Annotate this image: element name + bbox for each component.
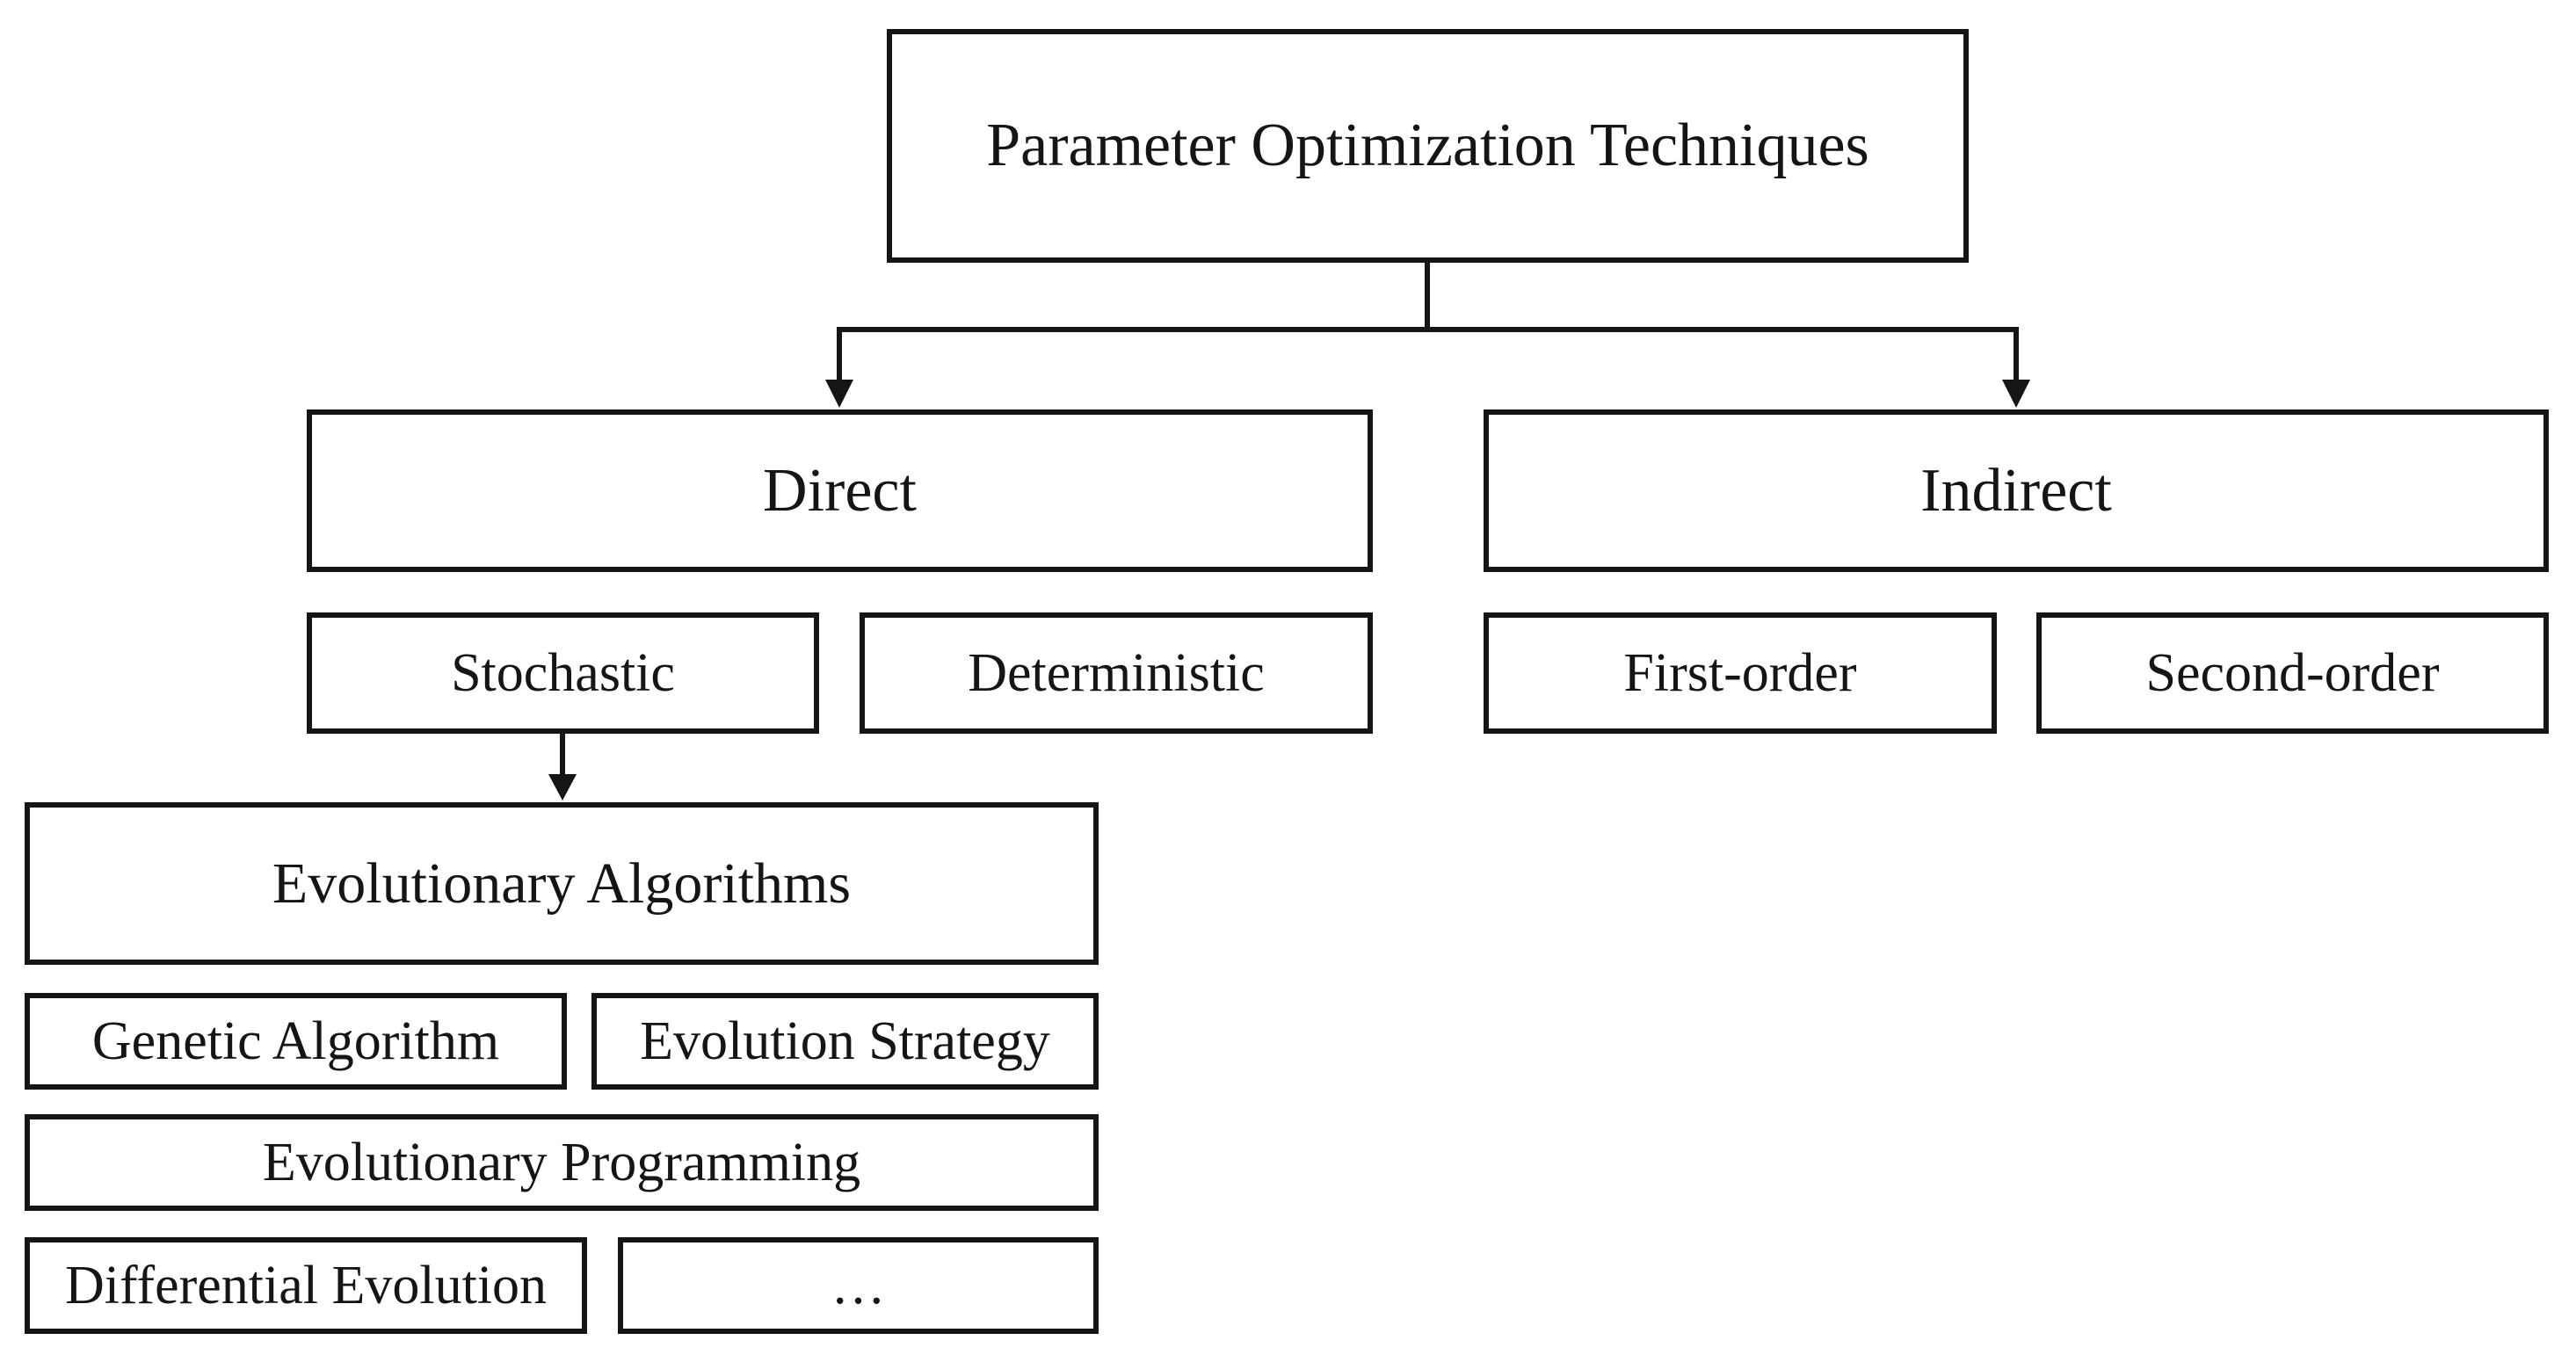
node-deterministic: Deterministic (860, 612, 1373, 734)
node-evolution-strategy: Evolution Strategy (591, 993, 1099, 1090)
node-label: Indirect (1920, 456, 2112, 525)
node-ellipsis: … (618, 1237, 1099, 1334)
node-label: Evolutionary Algorithms (272, 851, 852, 916)
node-label: Deterministic (968, 643, 1265, 703)
node-label: Stochastic (451, 643, 675, 703)
node-label: First-order (1623, 643, 1857, 703)
arrow-down-icon-direct (825, 380, 853, 408)
node-label: Second-order (2145, 643, 2440, 703)
node-indirect: Indirect (1484, 409, 2549, 572)
node-stochastic: Stochastic (307, 612, 819, 734)
node-second-order: Second-order (2036, 612, 2549, 734)
node-differential-evolution: Differential Evolution (25, 1237, 587, 1334)
node-genetic-algorithm: Genetic Algorithm (25, 993, 567, 1090)
node-label: Parameter Optimization Techniques (986, 112, 1869, 179)
node-label: … (831, 1256, 886, 1315)
node-label: Evolution Strategy (640, 1011, 1050, 1071)
arrow-down-icon-indirect (2002, 380, 2030, 408)
node-parameter-optimization-techniques: Parameter Optimization Techniques (887, 29, 1969, 263)
node-label: Differential Evolution (64, 1256, 548, 1315)
node-evolutionary-programming: Evolutionary Programming (25, 1114, 1099, 1211)
arrow-down-icon-evolutionary-algorithms (548, 774, 577, 801)
node-first-order: First-order (1484, 612, 1997, 734)
node-label: Genetic Algorithm (91, 1011, 500, 1071)
node-label: Evolutionary Programming (262, 1133, 861, 1192)
node-direct: Direct (307, 409, 1373, 572)
node-evolutionary-algorithms: Evolutionary Algorithms (25, 802, 1099, 965)
node-label: Direct (763, 456, 917, 525)
